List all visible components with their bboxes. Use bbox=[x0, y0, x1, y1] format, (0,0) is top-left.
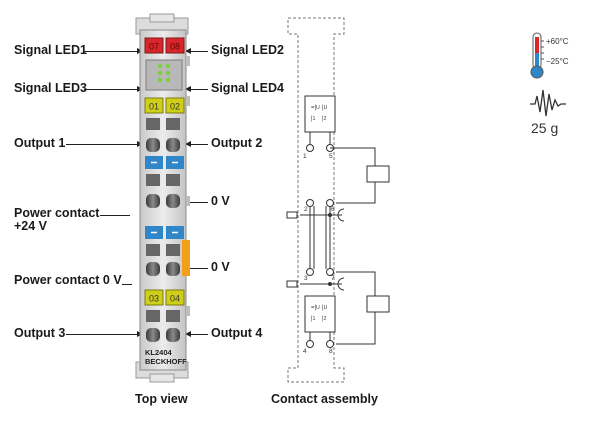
leader-power-contact-0v bbox=[122, 284, 132, 285]
power-pin-24v bbox=[286, 211, 298, 219]
output-driver-lower bbox=[304, 295, 336, 333]
led-07: 07 bbox=[149, 42, 159, 52]
svg-text:|1: |1 bbox=[311, 116, 316, 122]
contacts-row-1 bbox=[146, 118, 180, 152]
label-power-contact-0v: Power contact 0 V bbox=[14, 273, 122, 287]
part-number: KL2404 bbox=[145, 348, 173, 357]
caption-contact-assembly: Contact assembly bbox=[271, 392, 378, 406]
svg-text:|1: |1 bbox=[311, 316, 316, 322]
label-signal-led3: Signal LED3 bbox=[14, 81, 87, 95]
contact-number-4: 4 bbox=[303, 348, 307, 355]
led-row-mid: 01 02 bbox=[144, 97, 185, 114]
svg-text:|2: |2 bbox=[322, 116, 327, 122]
leader-signal-led2 bbox=[185, 48, 208, 54]
label-power-contact-24v: Power contact +24 V bbox=[14, 207, 99, 233]
svg-text:=|U: =|U bbox=[311, 105, 320, 111]
svg-text:|U: |U bbox=[322, 105, 328, 111]
label-signal-led1: Signal LED1 bbox=[14, 43, 87, 57]
led-row-bottom: 03 04 bbox=[144, 289, 185, 306]
blue-row-2 bbox=[145, 226, 184, 239]
contact-number-6: 6 bbox=[331, 206, 335, 213]
weight-value: 25 g bbox=[531, 120, 558, 136]
leader-0v-lower bbox=[186, 268, 208, 269]
led-04: 04 bbox=[170, 294, 180, 304]
leader-0v-upper bbox=[186, 202, 208, 203]
label-signal-led4: Signal LED4 bbox=[211, 81, 284, 95]
contacts-row-4 bbox=[146, 310, 180, 342]
svg-text:=|U: =|U bbox=[311, 305, 320, 311]
label-0v-lower: 0 V bbox=[211, 260, 230, 274]
output-driver-upper bbox=[304, 95, 336, 133]
svg-text:|U: |U bbox=[322, 305, 328, 311]
leader-signal-led4 bbox=[185, 86, 208, 92]
thermometer-icon bbox=[530, 32, 544, 79]
blue-row-1 bbox=[145, 156, 184, 169]
svg-text:|2: |2 bbox=[322, 316, 327, 322]
label-output-4: Output 4 bbox=[211, 326, 263, 340]
led-03: 03 bbox=[149, 294, 159, 304]
led-02: 02 bbox=[170, 102, 180, 112]
label-output-3: Output 3 bbox=[14, 326, 66, 340]
contacts-row-2 bbox=[146, 174, 180, 208]
label-output-2: Output 2 bbox=[211, 136, 263, 150]
load-circuit-upper bbox=[330, 147, 390, 204]
contacts-row-3 bbox=[146, 244, 180, 276]
vibration-icon bbox=[530, 89, 566, 117]
label-0v-upper: 0 V bbox=[211, 194, 230, 208]
brand-logo: BECKHOFF bbox=[145, 357, 187, 366]
contact-number-3: 3 bbox=[304, 275, 308, 282]
temp-low: −25°C bbox=[546, 57, 569, 66]
led-window bbox=[145, 59, 183, 91]
contact-number-5: 5 bbox=[329, 153, 333, 160]
led-08: 08 bbox=[170, 42, 180, 52]
contact-number-1: 1 bbox=[303, 153, 307, 160]
led-01: 01 bbox=[149, 102, 159, 112]
temp-high: +60°C bbox=[546, 37, 569, 46]
leader-output-4 bbox=[185, 331, 208, 337]
label-output-1: Output 1 bbox=[14, 136, 66, 150]
contact-number-2: 2 bbox=[304, 206, 308, 213]
load-circuit-lower bbox=[336, 271, 390, 345]
leader-power-contact-24v bbox=[100, 215, 130, 216]
leader-output-2 bbox=[185, 141, 208, 147]
power-latch bbox=[182, 240, 190, 276]
label-signal-led2: Signal LED2 bbox=[211, 43, 284, 57]
contact-number-7: 7 bbox=[331, 275, 335, 282]
label-power-contact-24v-text: Power contact +24 V bbox=[14, 206, 100, 233]
caption-top-view: Top view bbox=[135, 392, 188, 406]
led-row-top: 07 08 bbox=[144, 37, 185, 54]
assembly-outline bbox=[287, 17, 345, 383]
contact-assembly: =|U |U |1 |2 =|U |U |1 |2 bbox=[286, 17, 390, 383]
contact-number-8: 8 bbox=[329, 348, 333, 355]
power-pin-0v bbox=[286, 280, 298, 288]
